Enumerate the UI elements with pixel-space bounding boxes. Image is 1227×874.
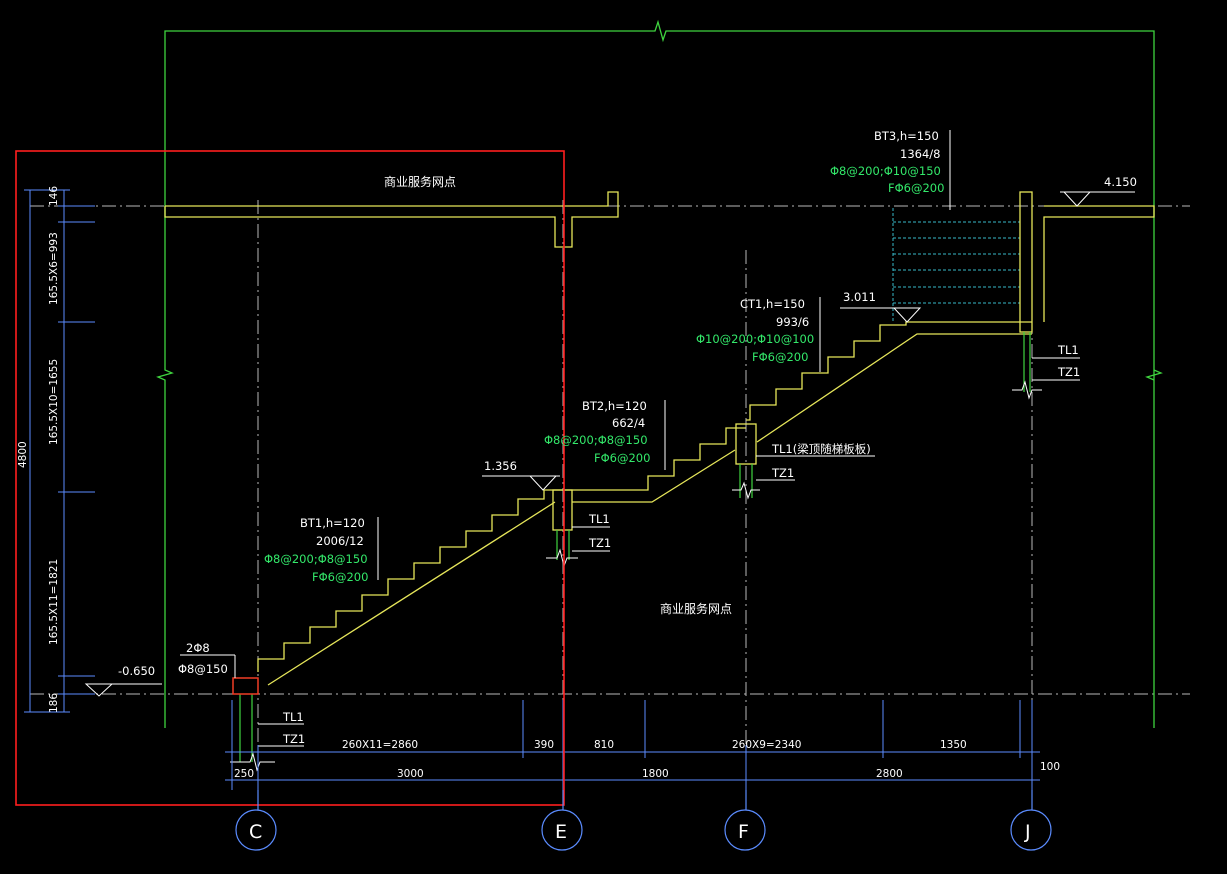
beam-e (552, 489, 573, 531)
tz1-label-f: TZ1 (771, 466, 794, 480)
grid-lines (30, 200, 1190, 810)
hdim-3000: 3000 (397, 768, 424, 780)
flight-2-soffit (572, 449, 736, 503)
axis-label-c: C (249, 821, 262, 843)
bt1-rebar: Φ8@200;Φ8@150 (264, 552, 368, 566)
bt2-name: BT2,h=120 (582, 399, 647, 413)
vdim-total: 4800 (17, 441, 29, 468)
tl1-label-e: TL1 (588, 512, 610, 526)
beam-rebar-stirrup: Φ8@150 (178, 662, 228, 676)
selection-box (15, 150, 565, 806)
tz1-label-c: TZ1 (282, 732, 305, 746)
vdim-1655: 165.5X10=1655 (48, 359, 60, 445)
hdim-390: 390 (534, 739, 554, 751)
beam-f (735, 423, 757, 465)
hatch-region (892, 208, 1020, 322)
bt1-size: 2006/12 (316, 534, 364, 548)
columns (239, 332, 1031, 762)
vdim-993: 165.5X6=993 (48, 232, 60, 305)
flight-3-soffit (756, 333, 1032, 443)
bt3-rebar: Φ8@200;Φ10@150 (830, 164, 941, 178)
tz1-label-j: TZ1 (1057, 365, 1080, 379)
axis-bubble-f (724, 809, 766, 851)
flight-2-steps (572, 427, 746, 491)
room-label-lower: 商业服务网点 (660, 601, 732, 616)
break-marks (230, 380, 1042, 772)
axis-bubbles (235, 790, 1052, 851)
axis-bubble-c (235, 809, 277, 851)
hdim-1350: 1350 (940, 739, 967, 751)
flight-1-soffit (267, 501, 556, 686)
axis-label-e: E (555, 821, 567, 843)
hdim-2860: 260X11=2860 (342, 739, 418, 751)
flight-1-steps (257, 489, 572, 672)
hdim-1800: 1800 (642, 768, 669, 780)
horizontal-dimension (225, 700, 1040, 790)
elev-landing-1: 1.356 (484, 459, 517, 473)
bt2-rebar: Φ8@200;Φ8@150 (544, 433, 648, 447)
ct1-size: 993/6 (776, 315, 809, 329)
vdim-186: 186 (48, 693, 60, 713)
axis-bubble-j (1010, 809, 1052, 851)
room-label-upper: 商业服务网点 (384, 174, 456, 189)
bt2-size: 662/4 (612, 416, 645, 430)
ct1-dist: FΦ6@200 (752, 350, 808, 364)
bt1-name: BT1,h=120 (300, 516, 365, 530)
axis-label-j: J (1024, 821, 1031, 843)
hdim-2800: 2800 (876, 768, 903, 780)
tl1-label-c: TL1 (282, 710, 304, 724)
top-slab-right (1043, 205, 1155, 322)
tl1-note-f: TL1(梁顶随梯板板) (771, 442, 871, 456)
elevation-markers (84, 191, 1135, 697)
axis-bubble-e (541, 809, 583, 851)
hdim-810: 810 (594, 739, 614, 751)
wall-boundary (156, 19, 1163, 728)
flight-3-steps (746, 321, 1032, 421)
vdim-1821: 165.5X11=1821 (48, 559, 60, 645)
tl1-label-j: TL1 (1057, 343, 1079, 357)
hdim-100: 100 (1040, 761, 1060, 773)
ct1-name: CT1,h=150 (740, 297, 805, 311)
hdim-2340: 260X9=2340 (732, 739, 801, 751)
bt3-name: BT3,h=150 (874, 129, 939, 143)
vertical-dimension (24, 189, 95, 713)
tz1-label-e: TZ1 (588, 536, 611, 550)
axis-label-f: F (738, 821, 749, 843)
leaders (180, 130, 1080, 747)
beam-rebar-top: 2Φ8 (186, 641, 210, 655)
bt3-dist: FΦ6@200 (888, 181, 944, 195)
elev-bottom: -0.650 (118, 664, 155, 678)
hdim-250: 250 (234, 768, 254, 780)
bt2-dist: FΦ6@200 (594, 451, 650, 465)
beam-c (232, 677, 259, 695)
elev-top: 4.150 (1104, 175, 1137, 189)
bottom-beam-highlight (232, 677, 259, 695)
bt3-size: 1364/8 (900, 147, 940, 161)
top-slab-left (164, 191, 619, 248)
stair-structure (164, 191, 1155, 695)
bt1-dist: FΦ6@200 (312, 570, 368, 584)
elev-landing-2: 3.011 (843, 290, 876, 304)
ct1-rebar: Φ10@200;Φ10@100 (696, 332, 814, 346)
beam-j (1019, 191, 1033, 333)
vdim-146: 146 (48, 186, 60, 206)
